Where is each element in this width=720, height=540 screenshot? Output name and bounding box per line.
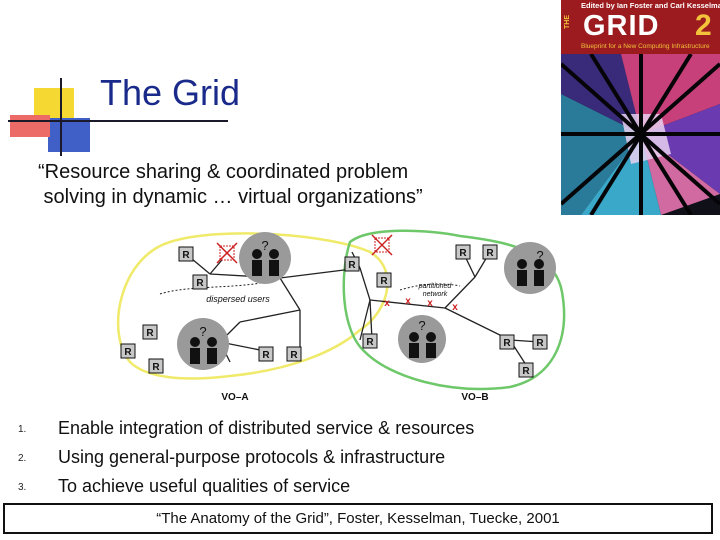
decorative-red-bar [10,115,50,137]
unknown-marker: ? [261,238,268,253]
network-label: network [423,291,448,298]
vo-a-label: VO–A [221,392,248,403]
svg-text:R: R [124,347,132,358]
svg-text:R: R [348,260,356,271]
resource-nodes: R R R R R R R R R R R R R R R [120,244,548,378]
resource-box: R [482,244,498,260]
book-cover-header [561,0,720,54]
decorative-horizontal-line [8,120,228,122]
unknown-marker: ? [536,248,543,263]
resource-box: R [499,334,515,350]
svg-text:x: x [405,296,411,307]
decorative-vertical-line [60,78,62,156]
svg-text:R: R [290,350,298,361]
resource-box: R [120,343,136,359]
user-group-bottom-left: ? [177,318,229,370]
svg-text:R: R [536,338,544,349]
book-subtitle: Blueprint for a New Computing Infrastruc… [581,43,710,50]
user-group-top-left: ? [239,232,291,284]
user-group-top-right: ? [504,242,556,294]
user-group-middle: ? [398,315,446,363]
svg-text:R: R [182,250,190,261]
svg-text:R: R [152,362,160,373]
list-item-text: To achieve useful qualities of service [58,476,351,496]
partitioned-label: partitioned [418,283,453,290]
svg-text:R: R [459,248,467,259]
resource-box: R [455,244,471,260]
quote-line-1: “Resource sharing & coordinated problem [38,161,409,183]
resource-box: R [532,334,548,350]
slide-title: The Grid [100,72,241,113]
quote-line-2: solving in dynamic … virtual organizatio… [38,186,423,208]
resource-box: R [286,346,302,362]
crossed-resource-top-middle [371,234,393,256]
svg-text:R: R [486,248,494,259]
svg-text:x: x [427,298,433,309]
book-cover-artwork [561,54,720,215]
resource-box: R [362,333,378,349]
resource-box: R [142,324,158,340]
partition-x-marks: x x x x [384,296,458,313]
svg-text:x: x [452,302,458,313]
citation-box: “The Anatomy of the Grid”, Foster, Kesse… [3,503,713,534]
svg-text:R: R [522,366,530,377]
resource-box: R [376,272,392,288]
dispersed-users-label: dispersed users [206,294,270,304]
definition-quote: “Resource sharing & coordinated problem … [38,160,423,210]
list-item-number: 1. [18,424,27,435]
vo-b-boundary [342,229,566,391]
svg-text:R: R [196,278,204,289]
list-item-text: Using general-purpose protocols & infras… [58,447,446,467]
unknown-marker: ? [199,324,206,339]
vo-b-label: VO–B [461,392,488,403]
resource-box: R [178,246,194,262]
svg-text:R: R [262,350,270,361]
list-item-number: 3. [18,482,27,493]
resource-box: R [518,362,534,378]
vo-a-boundary [116,232,389,380]
book-cover-image: Edited by Ian Foster and Carl Kesselman … [561,0,720,215]
unknown-marker: ? [418,318,425,333]
book-title-two: 2 [695,9,712,42]
resource-box: R [192,274,208,290]
list-item-text: Enable integration of distributed servic… [58,418,475,438]
svg-text:R: R [146,328,154,339]
virtual-organizations-diagram: ? ? ? ? R R R R R R R R R R [116,229,566,403]
list-item-number: 2. [18,453,27,464]
svg-text:x: x [384,298,390,309]
svg-text:R: R [366,337,374,348]
svg-text:R: R [380,276,388,287]
book-the: THE [564,15,571,29]
resource-box: R [148,358,164,374]
book-title-grid: GRID [583,10,660,42]
crossed-resource-top-left [216,242,238,264]
svg-text:R: R [503,338,511,349]
resource-box: R [344,256,360,272]
decorative-blue-square [48,118,90,152]
resource-box: R [258,346,274,362]
book-editors: Edited by Ian Foster and Carl Kesselman [581,1,720,10]
